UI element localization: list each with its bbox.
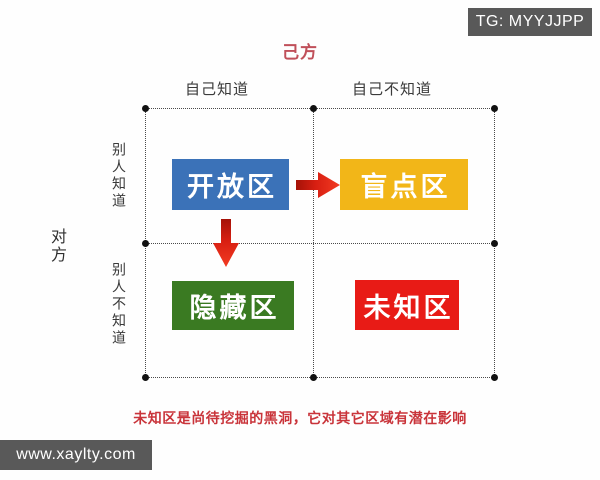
row-label-others-unknown: 别人不知道 — [110, 262, 126, 347]
quadrant-box-open[interactable]: 开放区 — [172, 159, 289, 210]
quadrant-box-hidden[interactable]: 隐藏区 — [172, 281, 294, 330]
grid-handle-bottom-right[interactable] — [490, 373, 498, 381]
grid-line-top — [145, 108, 494, 109]
top-axis-title: 己方 — [282, 43, 318, 63]
grid-handle-bottom-center[interactable] — [309, 373, 317, 381]
quadrant-box-blind[interactable]: 盲点区 — [340, 159, 468, 210]
site-watermark-badge: www.xaylty.com — [0, 440, 152, 470]
grid-handle-middle-left[interactable] — [141, 239, 149, 247]
column-label-self-unknown: 自己不知道 — [352, 80, 433, 98]
quadrant-box-unknown[interactable]: 未知区 — [355, 280, 459, 330]
grid-handle-middle-right[interactable] — [490, 239, 498, 247]
grid-handle-bottom-left[interactable] — [141, 373, 149, 381]
grid-line-bottom — [145, 377, 494, 378]
arrow-down-icon — [213, 219, 239, 267]
grid-line-middle — [145, 243, 494, 244]
diagram-caption: 未知区是尚待挖掘的黑洞，它对其它区域有潜在影响 — [133, 411, 467, 427]
telegram-watermark-badge: TG: MYYJJPP — [468, 8, 592, 36]
grid-handle-top-center[interactable] — [309, 104, 317, 112]
quadrant-grid — [141, 104, 498, 381]
arrow-right-icon — [296, 172, 340, 198]
grid-handle-top-right[interactable] — [490, 104, 498, 112]
side-axis-title: 对方 — [50, 227, 67, 265]
grid-handle-top-left[interactable] — [141, 104, 149, 112]
row-label-others-known: 别人知道 — [110, 142, 126, 210]
grid-line-center — [313, 108, 314, 377]
column-label-self-known: 自己知道 — [185, 80, 250, 98]
